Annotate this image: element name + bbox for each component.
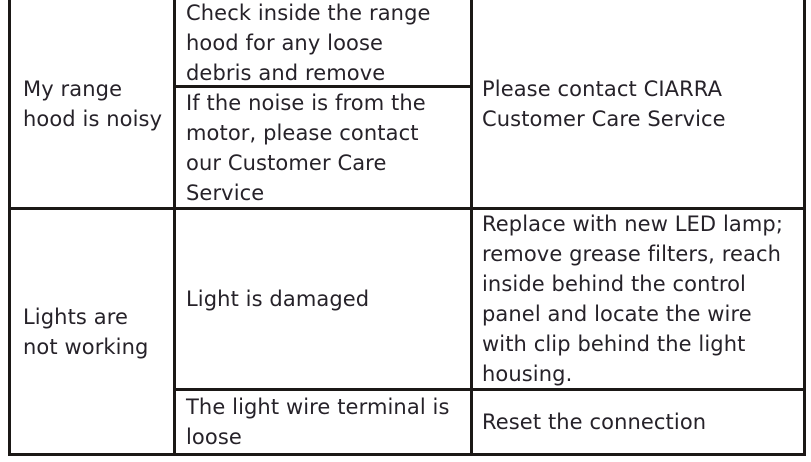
problem-text: Lights are not working bbox=[23, 304, 149, 359]
solution-text: Replace with new LED lamp; remove grease… bbox=[482, 212, 784, 386]
solution-text: Please contact CIARRA Customer Care Serv… bbox=[482, 76, 726, 131]
solution-cell-contact-ciarra: Please contact CIARRA Customer Care Serv… bbox=[473, 0, 803, 210]
problem-cell-range-hood-noisy: My range hood is noisy bbox=[11, 0, 176, 210]
cause-text: Check inside the range hood for any loos… bbox=[186, 0, 431, 85]
cause-cell-motor-noise: If the noise is from the motor, please c… bbox=[176, 88, 473, 210]
troubleshooting-table: My range hood is noisy Check inside the … bbox=[8, 0, 806, 456]
cause-cell-light-damaged: Light is damaged bbox=[176, 210, 473, 391]
problem-text: My range hood is noisy bbox=[23, 76, 163, 131]
problem-cell-lights-not-working: Lights are not working bbox=[11, 210, 176, 453]
cause-text: Light is damaged bbox=[186, 287, 370, 311]
cause-cell-loose-debris: Check inside the range hood for any loos… bbox=[176, 0, 473, 88]
cause-cell-wire-terminal-loose: The light wire terminal is loose bbox=[176, 391, 473, 453]
cause-text: The light wire terminal is loose bbox=[186, 395, 450, 449]
solution-text: Reset the connection bbox=[482, 410, 707, 434]
solution-cell-reset-connection: Reset the connection bbox=[473, 391, 803, 453]
cause-text: If the noise is from the motor, please c… bbox=[186, 90, 426, 205]
solution-cell-replace-led: Replace with new LED lamp; remove grease… bbox=[473, 210, 803, 391]
